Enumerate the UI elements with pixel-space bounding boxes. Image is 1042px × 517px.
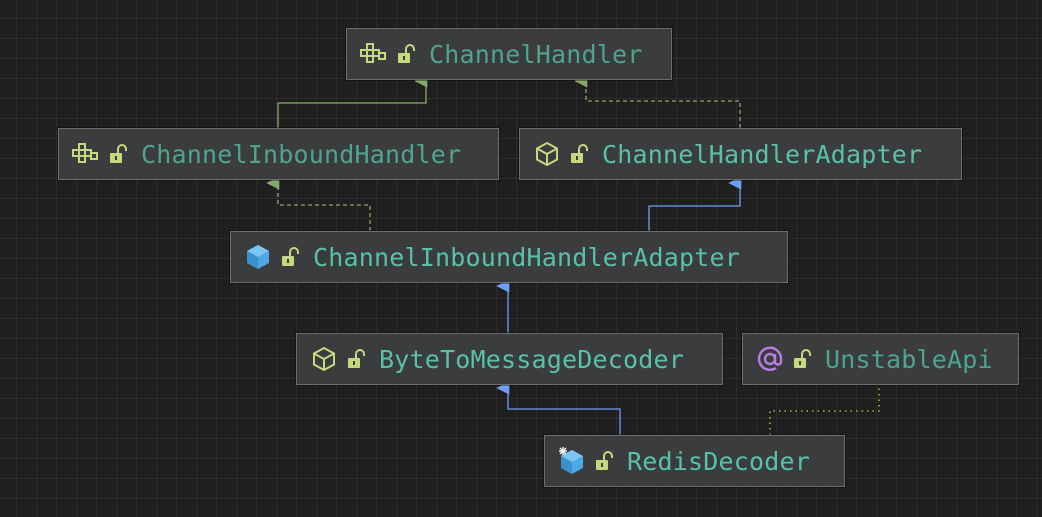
node-bytetomessagedecoder[interactable]: ByteToMessageDecoder <box>296 333 723 385</box>
interface-icon <box>359 39 389 69</box>
node-label: RedisDecoder <box>627 446 811 476</box>
public-lock-icon <box>107 143 129 165</box>
edge-inboundadapter-to-inbound <box>266 176 371 231</box>
node-label: ChannelInboundHandler <box>141 139 462 169</box>
edge-redis-to-bytetomessage <box>496 381 621 435</box>
interface-icon <box>71 139 101 169</box>
edge-inbound-to-handler <box>277 74 428 128</box>
node-label: ByteToMessageDecoder <box>379 344 685 374</box>
edge-inboundadapter-to-adapter <box>648 176 742 231</box>
edge-adapter-to-handler <box>574 74 741 128</box>
node-label: ChannelHandler <box>429 39 643 69</box>
node-channelhandleradapter[interactable]: ChannelHandlerAdapter <box>519 128 962 180</box>
public-lock-icon <box>593 450 615 472</box>
class-icon <box>243 242 273 272</box>
node-label: UnstableApi <box>825 344 993 374</box>
annotation-icon <box>755 344 785 374</box>
public-lock-icon <box>345 348 367 370</box>
node-channelhandler[interactable]: ChannelHandler <box>346 28 672 80</box>
public-lock-icon <box>279 246 301 268</box>
public-lock-icon <box>395 43 417 65</box>
abstract-class-icon <box>532 139 562 169</box>
public-lock-icon <box>791 348 813 370</box>
node-redisdecoder[interactable]: RedisDecoder <box>544 435 845 487</box>
class-icon <box>557 446 587 476</box>
node-channelinboundhandler[interactable]: ChannelInboundHandler <box>58 128 499 180</box>
public-lock-icon <box>568 143 590 165</box>
node-label: ChannelInboundHandlerAdapter <box>313 242 741 272</box>
node-label: ChannelHandlerAdapter <box>602 139 923 169</box>
node-channelinboundhandleradapter[interactable]: ChannelInboundHandlerAdapter <box>230 231 788 283</box>
node-unstableapi[interactable]: UnstableApi <box>742 333 1019 385</box>
edge-redis-to-unstableapi <box>769 384 880 435</box>
abstract-class-icon <box>309 344 339 374</box>
